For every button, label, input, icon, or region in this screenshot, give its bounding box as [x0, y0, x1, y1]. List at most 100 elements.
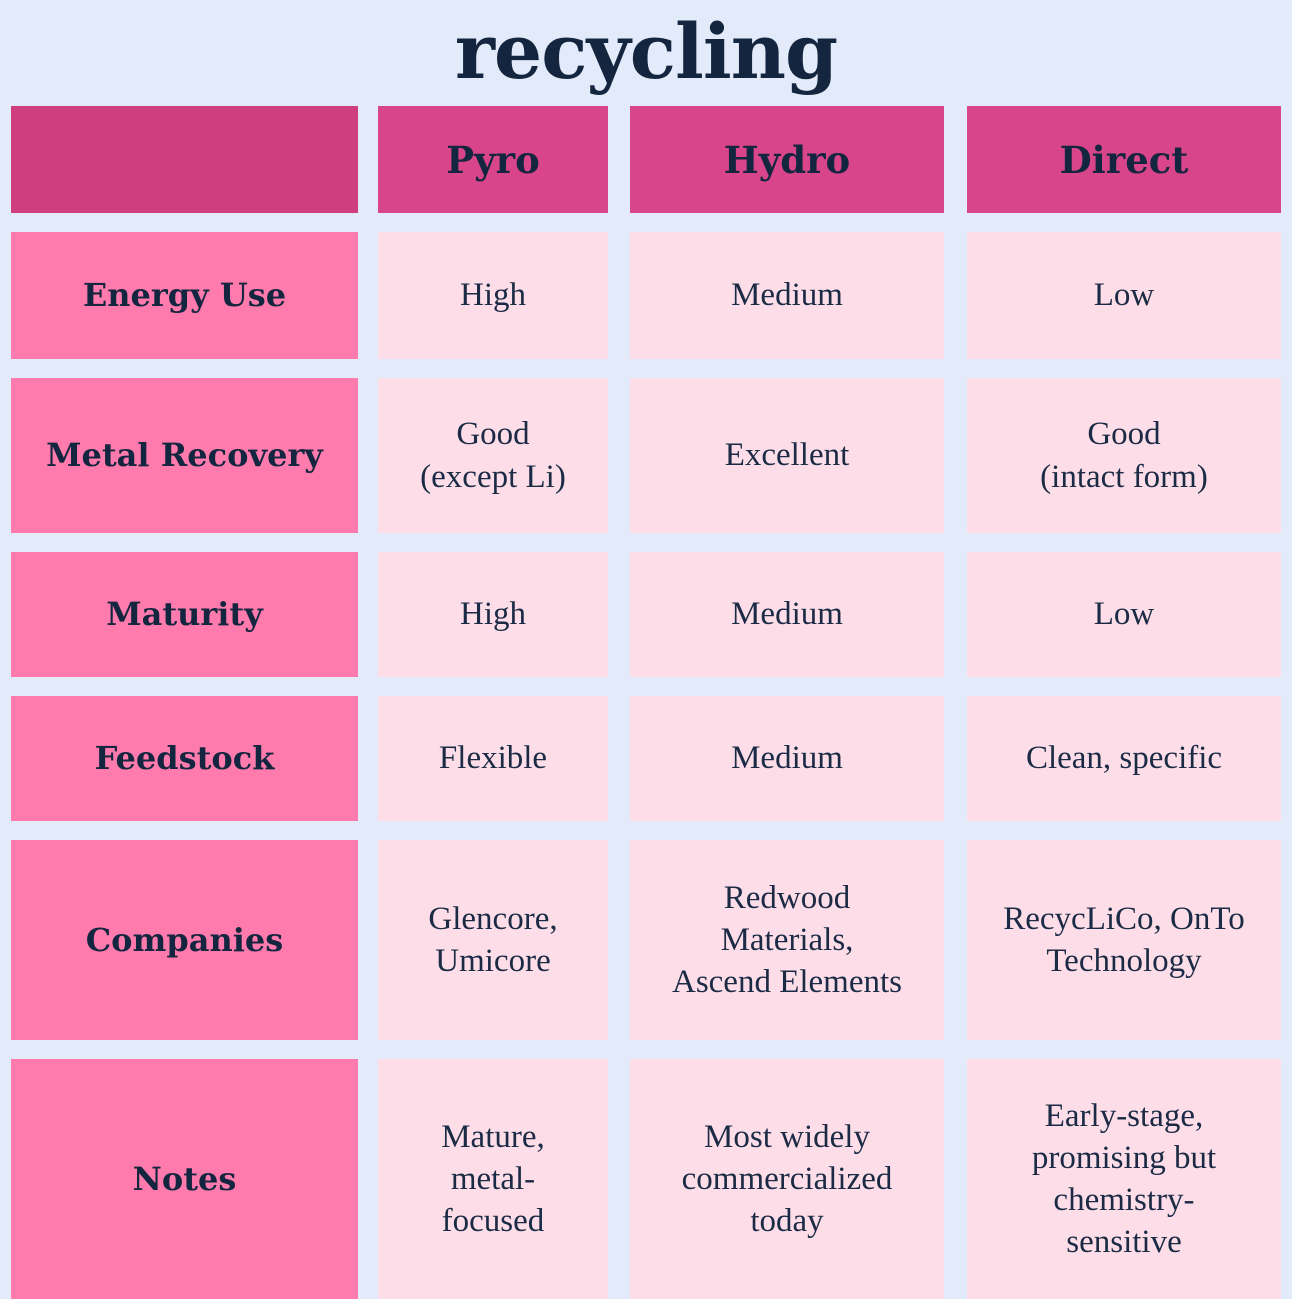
row-label-energy-use: Energy Use [11, 232, 358, 359]
row-gap [944, 213, 967, 232]
row-gap [378, 533, 608, 552]
table-corner-cell [11, 106, 358, 213]
column-gap [944, 106, 967, 213]
row-gap [378, 677, 608, 696]
table-cell: RecycLiCo, OnTo Technology [967, 840, 1281, 1040]
table-cell: Good (intact form) [967, 378, 1281, 533]
column-gap [608, 552, 630, 677]
row-label-feedstock: Feedstock [11, 696, 358, 821]
table-cell: Medium [630, 696, 944, 821]
table-cell-text: Excellent [724, 437, 850, 474]
table-cell: Low [967, 232, 1281, 359]
table-cell-text: Glencore, Umicore [428, 900, 558, 979]
row-gap [967, 213, 1281, 232]
row-gap [967, 821, 1281, 840]
column-gap [608, 840, 630, 1040]
row-gap [11, 821, 358, 840]
row-gap [944, 359, 967, 378]
table-cell-text: Medium [731, 277, 843, 314]
table-cell-text: Good (intact form) [1040, 416, 1208, 495]
row-label-maturity: Maturity [11, 552, 358, 677]
row-gap [358, 213, 378, 232]
row-gap [630, 821, 944, 840]
column-gap [608, 1059, 630, 1299]
column-header-pyro[interactable]: Pyro [378, 106, 608, 213]
row-gap [630, 359, 944, 378]
table-cell-text: Medium [731, 740, 843, 777]
table-cell-text: High [460, 596, 526, 633]
row-label-metal-recovery: Metal Recovery [11, 378, 358, 533]
table-cell: Flexible [378, 696, 608, 821]
row-gap [358, 821, 378, 840]
column-gap [358, 378, 378, 533]
row-gap [358, 533, 378, 552]
row-gap [944, 821, 967, 840]
row-gap [11, 213, 358, 232]
table-cell: Glencore, Umicore [378, 840, 608, 1040]
table-cell-text: Good (except Li) [420, 416, 566, 495]
page-title: recycling [454, 7, 838, 96]
table-cell: Clean, specific [967, 696, 1281, 821]
table-cell: Excellent [630, 378, 944, 533]
column-gap [944, 232, 967, 359]
table-cell: Medium [630, 552, 944, 677]
row-gap [967, 359, 1281, 378]
row-gap [11, 677, 358, 696]
table-cell-text: Flexible [438, 740, 548, 777]
table-cell: Most widely commercialized today [630, 1059, 944, 1299]
table-cell-text: Early-stage, promising but chemistry- se… [1031, 1097, 1217, 1261]
row-gap [608, 821, 630, 840]
table-cell-text: Clean, specific [1025, 740, 1223, 777]
row-gap [608, 1040, 630, 1059]
column-gap [944, 696, 967, 821]
row-gap [11, 1040, 358, 1059]
table-cell: Medium [630, 232, 944, 359]
column-gap [608, 232, 630, 359]
table-cell-text: Medium [731, 596, 843, 633]
column-gap [358, 1059, 378, 1299]
table-cell-text: Most widely commercialized today [681, 1118, 893, 1240]
table-cell: Early-stage, promising but chemistry- se… [967, 1059, 1281, 1299]
row-gap [378, 213, 608, 232]
table-cell-text: Mature, metal- focused [441, 1118, 545, 1240]
row-gap [608, 359, 630, 378]
row-gap [378, 359, 608, 378]
table-cell: High [378, 232, 608, 359]
row-gap [11, 359, 358, 378]
column-gap [358, 696, 378, 821]
column-gap [944, 840, 967, 1040]
row-gap [630, 213, 944, 232]
row-gap [630, 1040, 944, 1059]
row-gap [608, 677, 630, 696]
row-gap [967, 677, 1281, 696]
column-header-direct[interactable]: Direct [967, 106, 1281, 213]
table-cell-text: High [460, 277, 526, 314]
row-gap [944, 533, 967, 552]
row-gap [944, 677, 967, 696]
column-gap [944, 1059, 967, 1299]
table-cell: Low [967, 552, 1281, 677]
row-label-notes: Notes [11, 1059, 358, 1299]
table-cell: Good (except Li) [378, 378, 608, 533]
row-gap [11, 533, 358, 552]
column-gap [944, 378, 967, 533]
column-gap [358, 552, 378, 677]
row-gap [630, 677, 944, 696]
table-cell-text: Redwood Materials, Ascend Elements [671, 879, 903, 1001]
column-gap [358, 232, 378, 359]
row-gap [358, 359, 378, 378]
table-cell-text: Low [1093, 596, 1155, 633]
column-gap [358, 840, 378, 1040]
column-header-hydro[interactable]: Hydro [630, 106, 944, 213]
row-gap [358, 1040, 378, 1059]
column-gap [608, 696, 630, 821]
column-gap [608, 106, 630, 213]
column-gap [358, 106, 378, 213]
table-cell-text: RecycLiCo, OnTo Technology [1003, 900, 1245, 979]
column-gap [944, 552, 967, 677]
row-label-companies: Companies [11, 840, 358, 1040]
table-cell: Redwood Materials, Ascend Elements [630, 840, 944, 1040]
row-gap [630, 533, 944, 552]
row-gap [608, 533, 630, 552]
